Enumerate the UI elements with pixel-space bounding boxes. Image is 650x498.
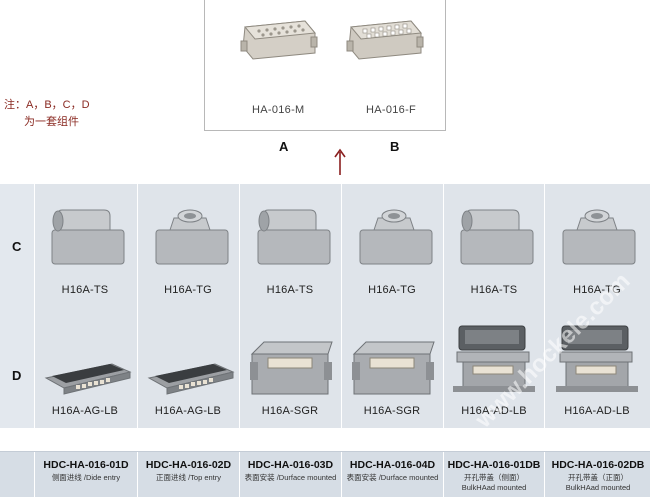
row-c-label-5: H16A-TS [470, 284, 518, 296]
male-insert-label: HA-016-M [252, 104, 305, 116]
part-cell-2: HDC-HA-016-02D 正面进线 /Top entry [137, 452, 239, 497]
housing-surface-mounted-image [250, 341, 333, 395]
housing-surface-mounted-image [352, 341, 435, 395]
part-cell-3: HDC-HA-016-03D 表面安装 /Durface mounted [239, 452, 341, 497]
row-letter-c: C [12, 239, 22, 254]
housing-bulkhead-cover-image [453, 325, 535, 392]
row-d-label-5: H16A-AD-LB [461, 405, 527, 417]
hood-side-entry-image [51, 209, 125, 265]
row-c-label-1: H16A-TS [61, 284, 109, 296]
part-number-table: HDC-HA-016-01D 侧面进线 /Dide entry HDC-HA-0… [0, 451, 650, 497]
hood-side-entry-image [257, 209, 331, 265]
part-description-en: BulkHAad mounted [461, 483, 527, 492]
part-description: 开孔带盖（正面） [568, 473, 628, 482]
housing-bulkhead-image [44, 363, 132, 395]
row-d-label-2: H16A-AG-LB [154, 405, 222, 417]
row-c-label-6: H16A-TG [573, 284, 621, 296]
row-c-label-4: H16A-TG [368, 284, 416, 296]
male-insert-image [240, 20, 318, 60]
housing-bulkhead-image [147, 363, 235, 395]
note-line-2: 为一套组件 [24, 116, 79, 128]
part-cell-5: HDC-HA-016-01DB 开孔带盖（侧面） BulkHAad mounte… [443, 452, 544, 497]
letter-a: A [279, 139, 289, 154]
row-c-label-2: H16A-TG [164, 284, 212, 296]
hood-grid: C D H16A-TS H16A-TG H16A-TS H16A-TG H16A… [0, 184, 650, 433]
female-insert-label: HA-016-F [366, 104, 417, 116]
part-code: HDC-HA-016-01DB [447, 459, 541, 471]
up-arrow-icon [334, 148, 346, 175]
hood-top-entry-image [562, 209, 636, 265]
part-code: HDC-HA-016-04D [349, 459, 436, 471]
letter-b: B [390, 139, 400, 154]
hood-top-entry-image [359, 209, 433, 265]
part-description: 侧面进线 /Dide entry [51, 473, 121, 482]
hood-side-entry-image [460, 209, 534, 265]
row-d-label-3: H16A-SGR [261, 405, 319, 417]
assembly-note: 注：A，B，C，D 为一套组件 [4, 97, 90, 131]
part-code: HDC-HA-016-01D [43, 459, 129, 471]
row-d-label-1: H16A-AG-LB [51, 405, 119, 417]
row-letter-d: D [12, 368, 22, 383]
note-line-1: 注：A，B，C，D [4, 99, 90, 111]
part-description: 表面安装 /Durface mounted [244, 473, 337, 482]
row-d-label-6: H16A-AD-LB [564, 405, 630, 417]
row-d-label-4: H16A-SGR [363, 405, 421, 417]
part-description: 表面安装 /Durface mounted [346, 473, 439, 482]
hood-top-entry-image [155, 209, 229, 265]
part-cell-4: HDC-HA-016-04D 表面安装 /Durface mounted [341, 452, 443, 497]
row-c-label-3: H16A-TS [266, 284, 314, 296]
part-code: HDC-HA-016-03D [247, 459, 334, 471]
part-description: 开孔带盖（侧面） [464, 473, 524, 482]
part-description-en: BulkHAad mounted [565, 483, 631, 492]
housing-bulkhead-cover-image [556, 325, 638, 392]
part-description: 正面进线 /Top entry [155, 473, 222, 482]
insert-panel: HA-016-M HA-016-F [204, 0, 446, 131]
part-code: HDC-HA-016-02D [145, 459, 232, 471]
part-cell-6: HDC-HA-016-02DB 开孔带盖（正面） BulkHAad mounte… [544, 452, 650, 497]
female-insert-image [346, 20, 424, 60]
part-cell-1: HDC-HA-016-01D 侧面进线 /Dide entry [34, 452, 137, 497]
part-code: HDC-HA-016-02DB [551, 459, 645, 471]
